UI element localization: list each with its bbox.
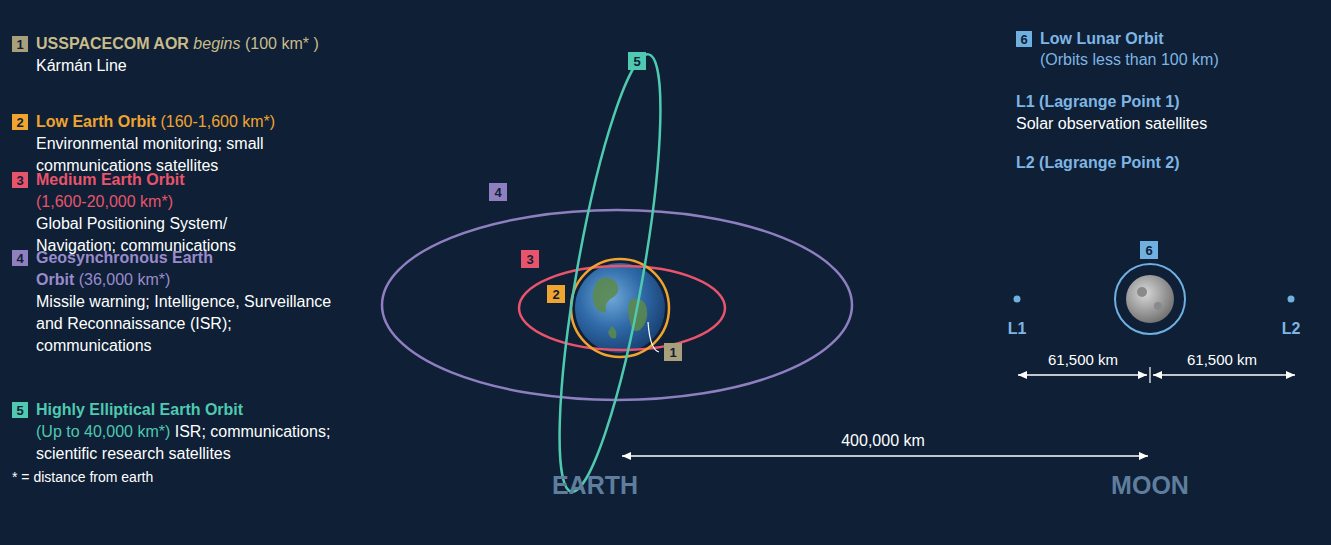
dimension-label: 61,500 km <box>1045 351 1121 368</box>
text-row: Highly Elliptical Earth Orbit <box>36 399 243 421</box>
dimension-tick <box>1149 367 1150 383</box>
altitude-range: (Up to 40,000 km*) <box>36 423 170 440</box>
text-row: * = distance from earth <box>12 466 153 488</box>
footnote: * = distance from earth <box>12 469 153 485</box>
orbit-description: Kármán Line <box>36 57 127 74</box>
text-row: L1 <box>1008 318 1027 340</box>
body-name: EARTH <box>552 471 638 499</box>
callout-number: 3 <box>12 172 28 188</box>
orbit-heading: L2 (Lagrange Point 2) <box>1016 154 1180 171</box>
earth <box>575 263 665 353</box>
text-row: Environmental monitoring; small communic… <box>36 133 336 177</box>
text-row: 400,000 km <box>838 430 928 452</box>
meo-orbit <box>519 266 725 350</box>
orbit-heading: Low Lunar Orbit <box>1040 30 1164 47</box>
text-row: USSPACECOM AOR begins (100 km* ) <box>36 33 319 55</box>
moon-crater <box>1154 302 1162 310</box>
dimension-label: 400,000 km <box>838 432 928 449</box>
text-row: Kármán Line <box>36 55 127 77</box>
orbit-heading: Medium Earth Orbit <box>36 171 184 188</box>
dimension-label: 61,500 km <box>1184 351 1260 368</box>
orbit-heading: Low Earth Orbit <box>36 113 156 130</box>
callout-number: 4 <box>489 183 507 201</box>
orbit-description: Solar observation satellites <box>1016 115 1207 132</box>
orbit-description: Global Positioning System/ Navigation; c… <box>36 215 236 254</box>
callout-number: 2 <box>12 114 28 130</box>
heading-note: begins <box>193 35 240 52</box>
altitude-range: (100 km* ) <box>245 35 319 52</box>
geo-orbit <box>382 210 852 400</box>
point-label: L2 <box>1282 320 1301 337</box>
dimension-arrow <box>622 455 1148 457</box>
altitude-range: (1,600-20,000 km*) <box>36 193 173 210</box>
earth-land <box>593 277 647 338</box>
orbit-heading: USSPACECOM AOR <box>36 35 189 52</box>
dimension-arrow <box>1018 374 1147 376</box>
text-row: Solar observation satellites <box>1016 113 1207 135</box>
callout-number: 5 <box>12 402 28 418</box>
body-name: MOON <box>1111 471 1189 499</box>
lagrange-point <box>1014 296 1021 303</box>
moon-crater <box>1137 287 1147 297</box>
orbit-heading: L1 (Lagrange Point 1) <box>1016 93 1180 110</box>
leader-line <box>648 322 659 352</box>
callout-number: 5 <box>628 52 646 70</box>
text-row: L2 <box>1282 318 1301 340</box>
text-row: EARTH <box>552 470 638 500</box>
callout-number: 6 <box>1016 31 1032 47</box>
altitude-range: (Orbits less than 100 km) <box>1040 51 1219 68</box>
leo-orbit <box>571 259 669 357</box>
orbit-description: Environmental monitoring; small communic… <box>36 135 264 174</box>
dimension-arrow <box>1153 374 1295 376</box>
altitude-range: (160-1,600 km*) <box>160 113 275 130</box>
callout-number: 1 <box>664 343 682 361</box>
orbit-description: Missile warning; Intelligence, Surveilla… <box>36 293 331 354</box>
text-row: 61,500 km <box>1184 349 1260 371</box>
text-row: (Up to 40,000 km*) ISR; communications; … <box>36 421 356 465</box>
text-row: Low Earth Orbit (160-1,600 km*) <box>36 111 275 133</box>
lagrange-point <box>1288 296 1295 303</box>
text-row: 61,500 km <box>1045 349 1121 371</box>
text-row: Geosynchronous Earth Orbit (36,000 km*) <box>36 247 251 291</box>
text-row: Low Lunar Orbit <box>1040 28 1164 50</box>
altitude-range: (36,000 km*) <box>79 271 171 288</box>
text-row: MOON <box>1111 470 1189 500</box>
moon <box>1126 275 1174 323</box>
text-row: L2 (Lagrange Point 2) <box>1016 152 1180 174</box>
callout-number: 4 <box>12 250 28 266</box>
text-row: L1 (Lagrange Point 1) <box>1016 91 1180 113</box>
text-row: (Orbits less than 100 km) <box>1040 49 1219 71</box>
callout-number: 3 <box>521 250 539 268</box>
text-row: (1,600-20,000 km*) <box>36 191 173 213</box>
text-row: Medium Earth Orbit <box>36 169 184 191</box>
orbit-heading: Highly Elliptical Earth Orbit <box>36 401 243 418</box>
callout-number: 6 <box>1140 241 1158 259</box>
callout-number: 2 <box>547 285 565 303</box>
callout-number: 1 <box>12 36 28 52</box>
point-label: L1 <box>1008 320 1027 337</box>
text-row: Missile warning; Intelligence, Surveilla… <box>36 291 336 357</box>
heo-orbit <box>539 49 681 498</box>
low-lunar-orbit <box>1115 264 1185 334</box>
